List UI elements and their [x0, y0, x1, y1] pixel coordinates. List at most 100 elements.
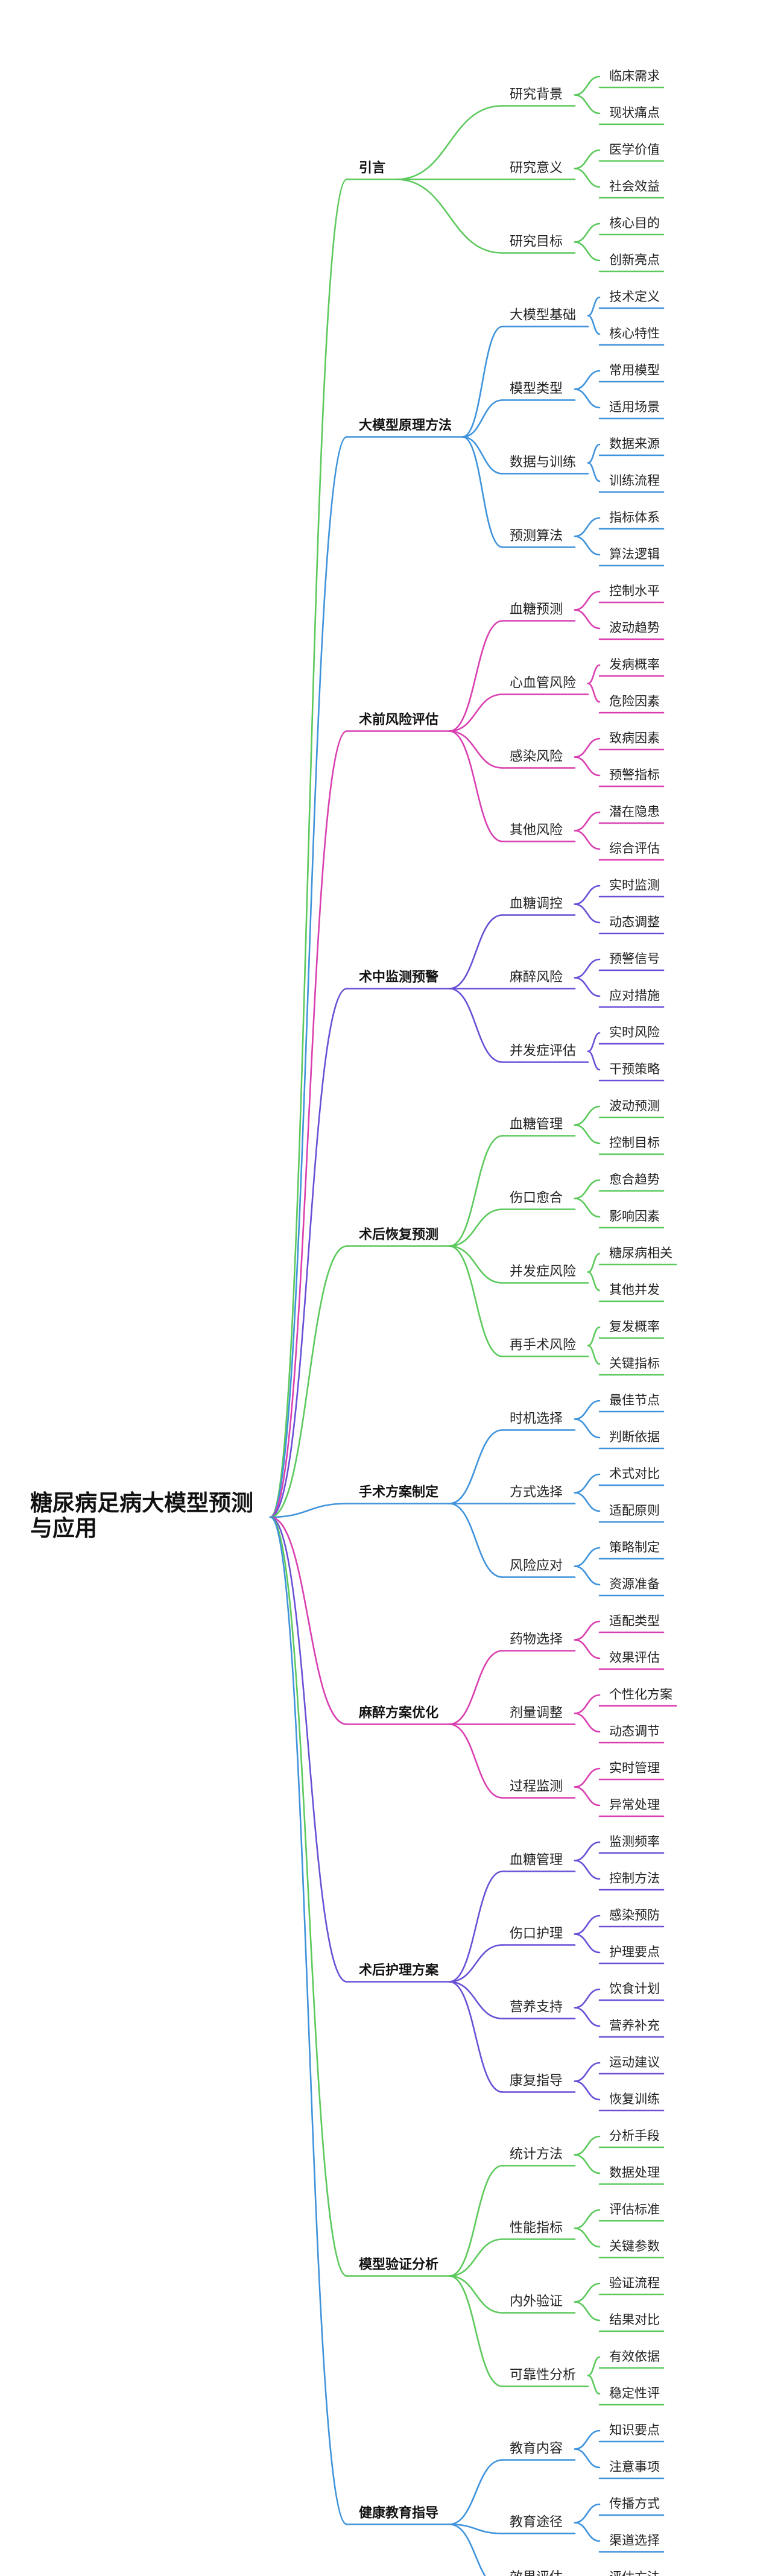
branch-4-topic-1: 伤口愈合 — [510, 1191, 563, 1206]
edge-branch-4-topic-1-leaf-1 — [574, 1198, 601, 1218]
edge-branch-0-topic-2-leaf-1 — [574, 241, 601, 262]
edge-root-branch-0 — [269, 178, 348, 1518]
edge-root-branch-9 — [269, 1516, 348, 2525]
edge-branch-2-topic-0 — [448, 620, 504, 732]
branch-4-label: 术后恢复预测 — [359, 1227, 438, 1243]
edge-branch-9-topic-2 — [448, 2523, 486, 2576]
branch-8-topic-2: 内外验证 — [510, 2294, 563, 2309]
edge-branch-7-topic-3-leaf-1 — [574, 2080, 601, 2101]
branch-3-label: 术中监测预警 — [359, 970, 438, 985]
branch-0-topic-0: 研究背景 — [510, 87, 563, 103]
branch-6-topic-0: 药物选择 — [510, 1632, 563, 1647]
branch-8-topic-2-leaf-0: 验证流程 — [609, 2276, 660, 2290]
edge-branch-7-topic-2-leaf-0 — [574, 1988, 601, 2009]
edge-branch-0-topic-2-leaf-0 — [574, 223, 601, 243]
edge-branch-7-topic-0-leaf-1 — [574, 1860, 601, 1880]
edge-branch-8-topic-2 — [448, 2275, 504, 2314]
branch-4-topic-1-leaf-1: 影响因素 — [609, 1209, 660, 1223]
edge-branch-8-topic-3-leaf-1 — [587, 2375, 601, 2395]
branch-8-label: 模型验证分析 — [359, 2257, 438, 2273]
branch-9-topic-0: 教育内容 — [510, 2442, 563, 2457]
edge-branch-2-topic-2-leaf-0 — [574, 737, 601, 758]
edge-branch-1-topic-3-leaf-0 — [574, 517, 601, 537]
edge-root-branch-3 — [269, 988, 348, 1518]
branch-5-topic-2-leaf-0: 策略制定 — [609, 1540, 660, 1555]
branch-0-topic-1-leaf-1: 社会效益 — [609, 179, 660, 194]
root-title: 糖尿病足病大模型预测 与应用 — [30, 1490, 261, 1541]
edge-branch-8-topic-3-leaf-0 — [587, 2356, 601, 2376]
edge-branch-5-topic-2 — [448, 1503, 504, 1578]
edge-branch-4-topic-2-leaf-0 — [587, 1252, 601, 1273]
branch-1-topic-1-leaf-1: 适用场景 — [609, 400, 660, 414]
edge-branch-5-topic-2-leaf-0 — [574, 1547, 601, 1567]
branch-5-topic-1: 方式选择 — [510, 1485, 563, 1500]
branch-5-topic-0-leaf-0: 最佳节点 — [609, 1393, 660, 1407]
edge-branch-5-topic-1-leaf-0 — [574, 1473, 601, 1494]
branch-7-topic-2-leaf-1: 营养补充 — [609, 2018, 660, 2033]
edge-branch-7-topic-0 — [448, 1870, 504, 1983]
branch-8-topic-0-leaf-1: 数据处理 — [609, 2165, 660, 2180]
branch-0-topic-2: 研究目标 — [510, 235, 563, 250]
branch-2-topic-1: 心血管风险 — [510, 676, 576, 691]
edge-branch-2-topic-0-leaf-0 — [574, 590, 601, 611]
edge-root-branch-2 — [269, 730, 348, 1518]
edge-branch-9-topic-1-leaf-1 — [574, 2522, 601, 2542]
edge-branch-2-topic-3 — [448, 730, 504, 842]
edge-branch-3-topic-1-leaf-0 — [574, 958, 601, 979]
edge-branch-7-topic-1 — [448, 1944, 504, 1983]
branch-4-topic-2-leaf-0: 糖尿病相关 — [609, 1246, 672, 1260]
branch-2-topic-3-leaf-0: 潜在隐患 — [609, 804, 660, 819]
edge-branch-5-topic-0 — [448, 1429, 504, 1504]
branch-3-topic-1-leaf-0: 预警信号 — [609, 952, 660, 966]
branch-9-topic-2: 效果评估 — [510, 2570, 563, 2576]
branch-0-topic-1-leaf-0: 医学价值 — [609, 142, 660, 157]
edge-branch-4-topic-2 — [448, 1245, 504, 1284]
edge-branch-0-topic-2 — [395, 178, 504, 254]
branch-1-topic-0-leaf-0: 技术定义 — [609, 289, 660, 304]
branch-6-topic-1: 剂量调整 — [510, 1706, 563, 1721]
branch-4-topic-2: 并发症风险 — [510, 1264, 576, 1280]
branch-8-topic-1-leaf-0: 评估标准 — [609, 2202, 660, 2217]
branch-0-label: 引言 — [359, 160, 385, 176]
edge-branch-1-topic-1-leaf-0 — [574, 370, 601, 390]
branch-9-topic-2-leaf-0: 评估方法 — [609, 2570, 660, 2576]
branch-1-topic-2: 数据与训练 — [510, 455, 576, 470]
edge-branch-4-topic-0-leaf-1 — [574, 1124, 601, 1144]
branch-1-topic-0: 大模型基础 — [510, 308, 576, 323]
edge-branch-6-topic-2 — [448, 1723, 504, 1799]
branch-1-topic-2-leaf-1: 训练流程 — [609, 473, 660, 488]
branch-7-topic-1-leaf-0: 感染预防 — [609, 1908, 660, 1922]
branch-5-topic-1-leaf-0: 术式对比 — [609, 1466, 660, 1481]
branch-2-topic-2: 感染风险 — [510, 750, 563, 765]
branch-5-topic-2-leaf-1: 资源准备 — [609, 1577, 660, 1591]
edge-branch-0-topic-0-leaf-0 — [574, 75, 601, 96]
branch-4-topic-0-leaf-0: 波动预测 — [609, 1099, 660, 1113]
edge-branch-8-topic-1 — [448, 2238, 504, 2277]
branch-0-topic-0-leaf-0: 临床需求 — [609, 69, 660, 83]
branch-7-topic-1: 伤口护理 — [510, 1927, 563, 1942]
edge-branch-1-topic-3-leaf-1 — [574, 535, 601, 556]
branch-1-topic-1: 模型类型 — [510, 382, 563, 397]
edge-branch-8-topic-0 — [448, 2165, 504, 2277]
branch-7-topic-2: 营养支持 — [510, 2000, 563, 2015]
branch-4-topic-3-leaf-0: 复发概率 — [609, 1319, 660, 1334]
branch-6-topic-2-leaf-1: 异常处理 — [609, 1798, 660, 1812]
edge-branch-1-topic-2-leaf-0 — [587, 443, 601, 464]
edge-branch-2-topic-1-leaf-1 — [587, 683, 601, 703]
edge-root-branch-5 — [269, 1503, 348, 1518]
edge-branch-7-topic-1-leaf-1 — [574, 1933, 601, 1954]
branch-8-topic-1: 性能指标 — [510, 2221, 563, 2236]
branch-3-topic-2-leaf-1: 干预策略 — [609, 1062, 660, 1076]
branch-3-topic-0: 血糖调控 — [510, 897, 563, 912]
branch-2-topic-1-leaf-0: 发病概率 — [609, 657, 660, 672]
edge-branch-8-topic-2-leaf-1 — [574, 2301, 601, 2322]
branch-4-topic-1-leaf-0: 愈合趋势 — [609, 1172, 660, 1187]
edge-branch-8-topic-2-leaf-0 — [574, 2282, 601, 2303]
branch-4-topic-3: 再手术风险 — [510, 1338, 576, 1353]
branch-1-topic-3: 预测算法 — [510, 529, 563, 544]
branch-3-topic-1-leaf-1: 应对措施 — [609, 988, 660, 1003]
edge-branch-8-topic-1-leaf-0 — [574, 2209, 601, 2229]
edge-branch-0-topic-1-leaf-1 — [574, 168, 601, 188]
edge-branch-0-topic-1-leaf-0 — [574, 149, 601, 169]
edge-branch-1-topic-1-leaf-1 — [574, 388, 601, 409]
